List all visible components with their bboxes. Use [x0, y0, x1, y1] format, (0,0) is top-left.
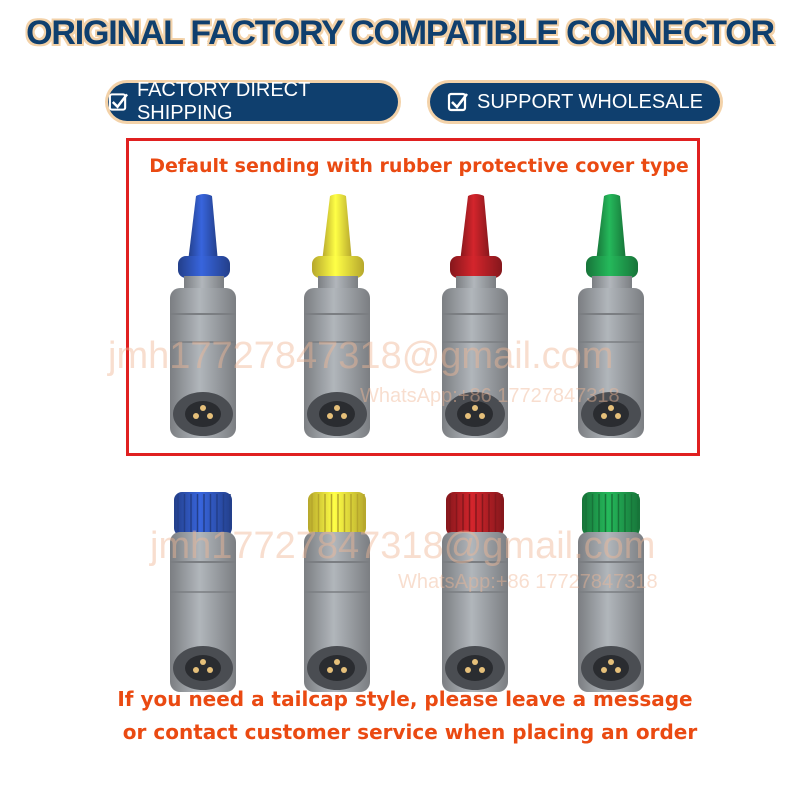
badge-label: SUPPORT WHOLESALE: [477, 90, 703, 113]
badge-factory-direct-shipping: FACTORY DIRECT SHIPPING: [108, 79, 398, 124]
tailcap-blue-connector: [148, 462, 258, 726]
rubber-cover-green-connector: [556, 192, 666, 456]
rubber-cover-blue-connector: [148, 192, 258, 456]
tailcap-note-line-1: If you need a tailcap style, please leav…: [117, 687, 693, 711]
page-title: ORIGINAL FACTORY COMPATIBLE CONNECTOR: [26, 14, 775, 52]
tailcap-yellow-connector: [282, 462, 392, 726]
rubber-cover-red-connector: [420, 192, 530, 456]
tailcap-note-line-2: or contact customer service when placing…: [122, 720, 698, 744]
rubber-cover-yellow-connector: [282, 192, 392, 456]
checkbox-icon: [108, 93, 129, 111]
tailcap-green-connector: [556, 462, 666, 726]
rubber-cover-frame: [126, 138, 700, 456]
badge-support-wholesale: SUPPORT WHOLESALE: [430, 83, 720, 121]
badge-label: FACTORY DIRECT SHIPPING: [136, 79, 310, 124]
rubber-cover-caption: Default sending with rubber protective c…: [149, 155, 689, 177]
tailcap-red-connector: [420, 462, 530, 726]
checkbox-icon: [447, 92, 469, 112]
